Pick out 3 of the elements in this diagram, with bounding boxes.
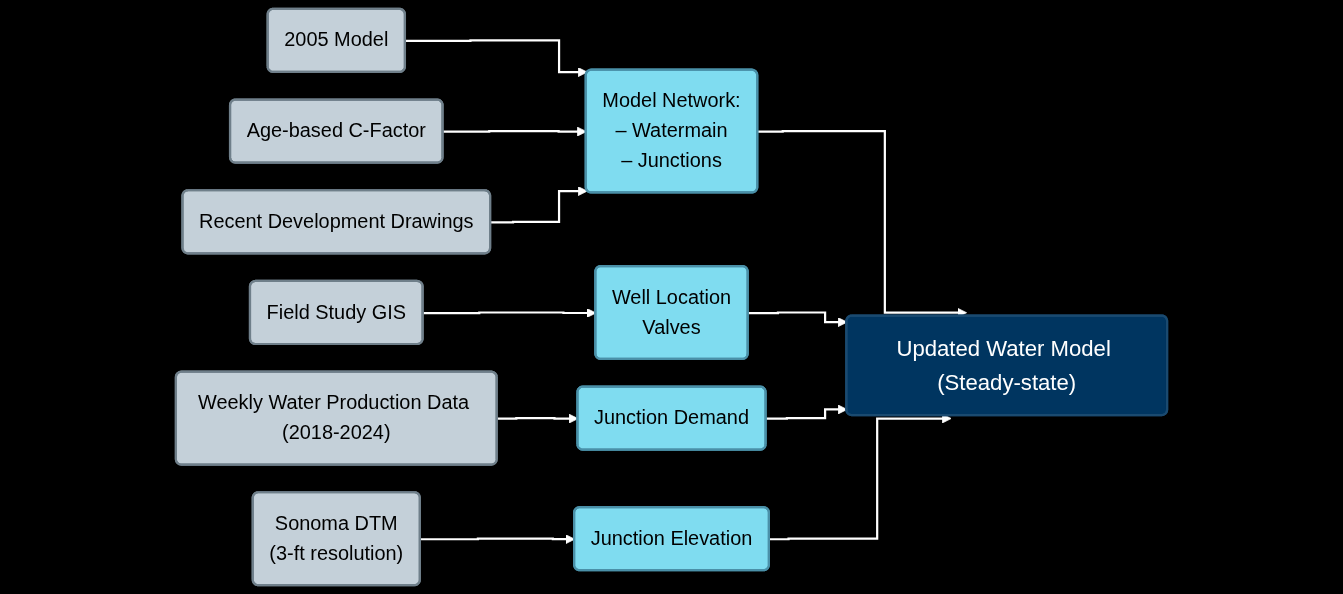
arrow — [405, 39, 588, 77]
arrow — [490, 186, 588, 224]
arrow — [766, 404, 848, 420]
